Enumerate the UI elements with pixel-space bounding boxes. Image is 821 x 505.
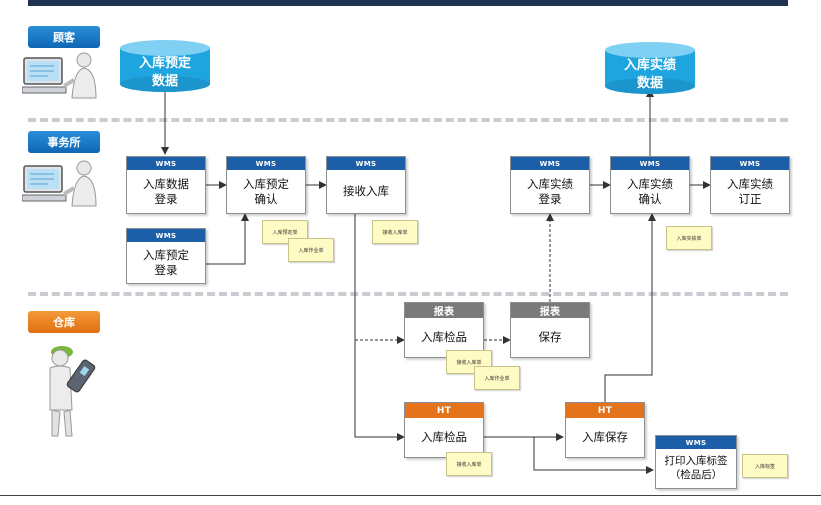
report-save-box: 报表 保存 xyxy=(510,302,590,358)
wms-result-confirm-box: WMS 入库实绩 确认 xyxy=(610,156,690,214)
computer-operator-icon xyxy=(22,52,97,99)
wms-header: WMS xyxy=(611,157,689,170)
wms-receive-box: WMS 接收入库 xyxy=(326,156,406,214)
report-inspect-box: 报表 入库检品 xyxy=(404,302,484,358)
computer-operator-icon xyxy=(22,160,97,207)
report-header: 报表 xyxy=(511,303,589,318)
note-receive-list: 接收入库单 xyxy=(446,452,492,476)
ht-inspect-label: 入库检品 xyxy=(421,430,467,445)
wms-header: WMS xyxy=(656,436,736,449)
wms-header: WMS xyxy=(127,157,205,170)
wms-plan-confirm-label: 入库预定 确认 xyxy=(243,176,289,206)
wms-print-label-box: WMS 打印入库标签 （检品后） xyxy=(655,435,737,489)
report-save-label: 保存 xyxy=(538,330,562,345)
note-label: 入库标签 xyxy=(742,454,788,478)
top-bar xyxy=(28,0,788,6)
wms-plan-entry-box: WMS 入库预定 登录 xyxy=(126,228,206,284)
wms-header: WMS xyxy=(511,157,589,170)
ht-save-label: 入库保存 xyxy=(582,430,628,445)
ht-save-box: HT 入库保存 xyxy=(565,402,645,458)
database-result-data-label: 入库实绩 数据 xyxy=(623,58,676,91)
note-result-list: 入库实绩单 xyxy=(666,226,712,250)
handheld-scanner-worker-icon xyxy=(49,346,96,437)
lane-tag-office: 事务所 xyxy=(28,131,100,153)
wms-header: WMS xyxy=(127,229,205,242)
report-inspect-label: 入库检品 xyxy=(421,330,467,345)
note-work-list: 入库作业单 xyxy=(474,366,520,390)
wms-header: WMS xyxy=(227,157,305,170)
wms-header: WMS xyxy=(711,157,789,170)
wms-receive-label: 接收入库 xyxy=(343,184,389,199)
database-cylinders xyxy=(120,40,695,94)
wms-data-entry-label: 入库数据 登录 xyxy=(143,176,189,206)
wms-result-entry-box: WMS 入库实绩 登录 xyxy=(510,156,590,214)
ht-inspect-box: HT 入库检品 xyxy=(404,402,484,458)
database-plan-data-label: 入库预定 数据 xyxy=(138,56,191,89)
wms-data-entry-box: WMS 入库数据 登录 xyxy=(126,156,206,214)
lane-divider-2 xyxy=(28,292,788,296)
note-receive-list: 接收入库单 xyxy=(372,220,418,244)
wms-result-confirm-label: 入库实绩 确认 xyxy=(627,176,673,206)
wms-result-entry-label: 入库实绩 登录 xyxy=(527,176,573,206)
wms-header: WMS xyxy=(327,157,405,170)
ht-header: HT xyxy=(566,403,644,418)
wms-result-correct-label: 入库实绩 订正 xyxy=(727,176,773,206)
lane-divider-1 xyxy=(28,118,788,122)
ht-header: HT xyxy=(405,403,483,418)
lane-tag-customer: 顾客 xyxy=(28,26,100,48)
note-work-list: 入库作业单 xyxy=(288,238,334,262)
bottom-line xyxy=(0,495,821,496)
lane-tag-warehouse: 仓库 xyxy=(28,311,100,333)
report-header: 报表 xyxy=(405,303,483,318)
wms-plan-confirm-box: WMS 入库预定 确认 xyxy=(226,156,306,214)
wms-print-label-label: 打印入库标签 （检品后） xyxy=(664,454,728,481)
wms-plan-entry-label: 入库预定 登录 xyxy=(143,247,189,277)
wms-result-correct-box: WMS 入库实绩 订正 xyxy=(710,156,790,214)
